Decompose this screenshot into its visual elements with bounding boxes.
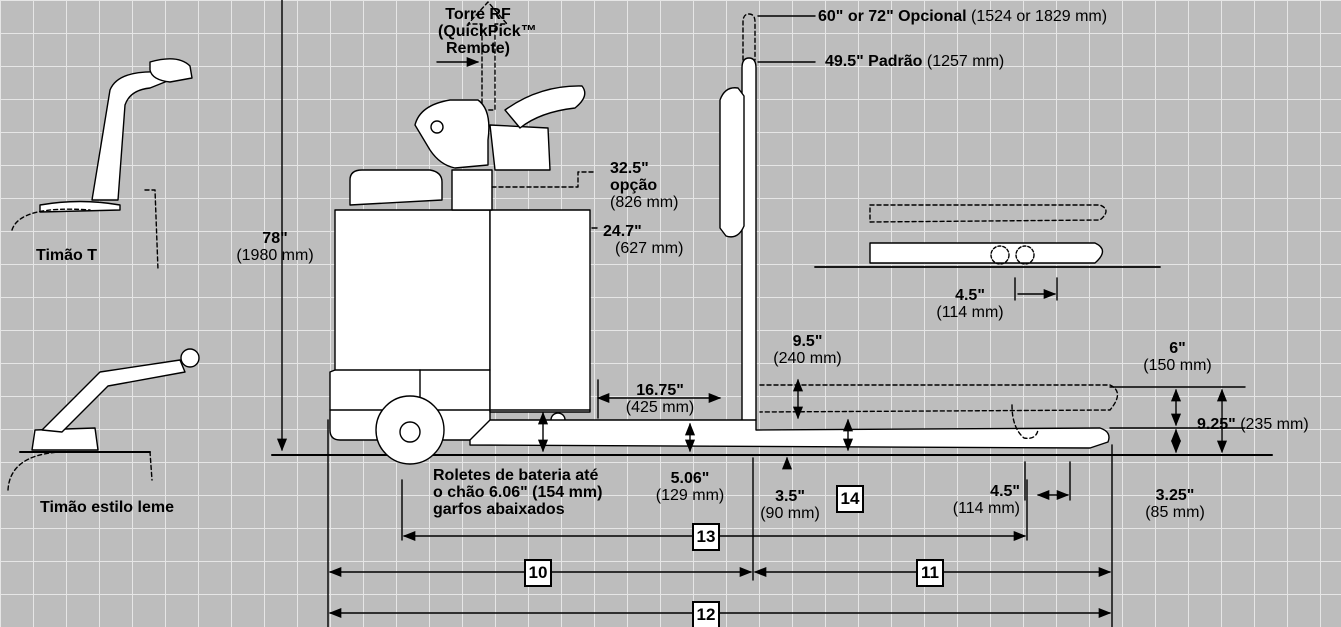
box-12: 12 [692,601,720,627]
tiller-rudder-head [180,348,200,368]
h-9-5-value: 9.5" [792,333,823,350]
rf-tower-label-2: (QuickPick™ [438,23,537,40]
tiller-t-base [39,200,121,213]
height-78-mm: (1980 mm) [236,247,314,264]
mast-optional-value: 60" or 72" Opcional [818,8,967,25]
control-head [414,99,490,169]
h-9-5-mm: (240 mm) [773,350,842,367]
mast-optional-outline [742,13,756,61]
tiller-t-label: Timão T [36,247,97,264]
tiller-t-text: Timão T [36,247,98,264]
fork-top-view [869,242,1104,264]
h-9-5-label: 9.5" (240 mm) [760,333,855,367]
h-5-06-mm: (129 mm) [655,487,725,504]
h-6-label: 6" (150 mm) [1130,340,1225,374]
tiller-rudder-base [31,427,99,451]
console [349,169,443,206]
len-16-75-label: 16.75" (425 mm) [610,382,710,416]
rf-tower-label-1: Torre RF [445,6,511,23]
battery-rollers-3: garfos abaixados [433,501,565,518]
mast-standard-mm: (1257 mm) [926,53,1005,70]
mast-optional-mm: (1524 or 1829 mm) [971,8,1108,25]
opt-32-5-mm: (826 mm) [610,194,679,211]
tiller-t-context [11,189,159,271]
h-3-5-label: 3.5" (90 mm) [750,488,830,522]
battery-box [489,209,591,413]
rf-tower-label: Torre RF (QuickPick™ Remote) [438,6,537,57]
rf-tower-label-3: Remote) [445,40,510,57]
h-9-25-mm: (235 mm) [1240,416,1309,433]
tiller-t-head [149,58,193,83]
box-10: 10 [524,559,552,587]
box-11: 11 [916,559,944,587]
tiller-rudder-label: Timão estilo leme [40,499,174,516]
h-5-06-label: 5.06" (129 mm) [640,470,740,504]
option-32-5-outline [491,171,597,188]
opt-32-5-value: 32.5" [610,160,649,177]
h-3-5-mm: (90 mm) [760,505,820,522]
load-wheel-raised [1011,404,1039,440]
opt-32-5-label: 32.5" opção (826 mm) [610,160,678,211]
backrest-pad [719,87,745,238]
height-78-label: 78" (1980 mm) [220,230,330,264]
h-3-5-value: 3.5" [775,488,805,505]
h-24-7-value: 24.7" [603,223,642,240]
box-14: 14 [836,485,864,513]
mast [741,57,757,421]
drive-wheel-hub [399,421,421,443]
h-5-06-value: 5.06" [670,470,710,487]
h-3-25-label: 3.25" (85 mm) [1130,487,1220,521]
fork-gap-bot-mm: (114 mm) [952,500,1020,517]
h-9-25-value: 9.25" [1197,416,1236,433]
fork-gap-top-label: 4.5" (114 mm) [920,287,1020,321]
battery-rollers-2: o chão 6.06" (154 mm) [433,484,603,501]
fork-gap-top-value: 4.5" [955,287,985,304]
h-24-7-mm: (627 mm) [615,240,684,257]
tiller-column [451,169,493,211]
tiller-rudder-context [7,451,153,491]
opt-32-5-word: opção [610,177,658,194]
mast-standard-label: 49.5" Padrão (1257 mm) [825,53,1004,70]
mast-standard-value: 49.5" Padrão [825,53,923,70]
len-16-75-value: 16.75" [636,382,684,399]
rf-mount [489,124,551,171]
height-78-value: 78" [262,230,288,247]
h-24-7-label: 24.7" (627 mm) [603,223,683,257]
battery-rollers-label: Roletes de bateria até o chão 6.06" (154… [433,467,602,518]
fork [469,419,1110,449]
load-wheel-top-2 [1015,245,1035,265]
tiller-rudder-text: Timão estilo leme [40,499,174,516]
load-wheel-top-1 [990,245,1010,265]
h-6-value: 6" [1169,340,1186,357]
mast-optional-label: 60" or 72" Opcional (1524 or 1829 mm) [818,8,1107,25]
fork-gap-bot-value: 4.5" [990,483,1020,500]
h-6-mm: (150 mm) [1143,357,1212,374]
box-13: 13 [692,523,720,551]
h-3-25-value: 3.25" [1155,487,1195,504]
rf-handle [504,85,586,129]
battery-rollers-1: Roletes de bateria até [433,467,599,484]
len-16-75-mm: (425 mm) [625,399,695,416]
drive-wheel [375,395,445,465]
fork-top-view-raised [869,204,1107,223]
control-knob-icon [430,120,444,134]
fork-gap-bot-label: 4.5" (114 mm) [905,483,1020,517]
h-9-25-label: 9.25" (235 mm) [1197,416,1309,433]
fork-raised-outline [759,384,1119,413]
h-3-25-mm: (85 mm) [1145,504,1205,521]
tiller-t-arm [91,71,171,201]
rf-tower-outline [467,1,508,111]
fork-gap-top-mm: (114 mm) [936,304,1004,321]
tiller-rudder-arm [41,359,186,433]
